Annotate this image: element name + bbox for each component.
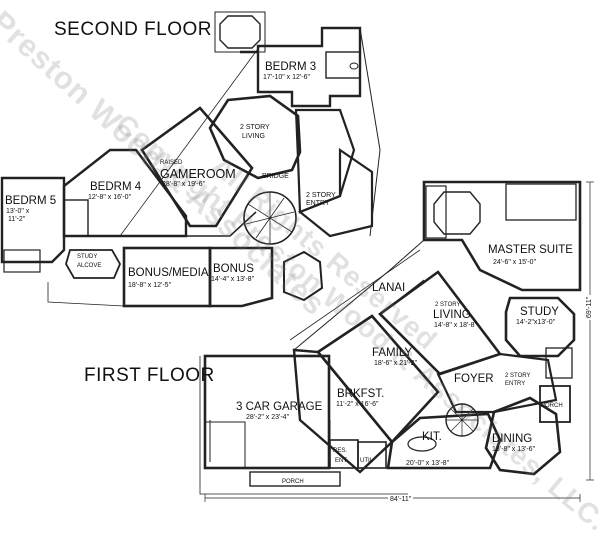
foyer-walls (436, 352, 558, 414)
first-entry-line2: ENTRY (505, 381, 526, 387)
study-alcove-walls (65, 249, 122, 279)
second-living-line1: 2 STORY (240, 124, 270, 131)
lanai-diag (379, 279, 425, 315)
bonus-walls (208, 246, 274, 308)
first-living-name: LIVING (433, 309, 471, 321)
dining-name: DINING (492, 433, 533, 445)
dining-walls (484, 396, 562, 476)
master-suite-name: MASTER SUITE (488, 244, 573, 256)
bonus-media-dim: 18'-8" x 12'-5" (128, 282, 172, 289)
gameroom-dim: 28'-8" x 19'-6" (162, 181, 206, 188)
bedrm5-closet (3, 249, 41, 273)
res-label: RES. (333, 448, 348, 454)
roof-edge-second (47, 282, 125, 307)
second-living-walls (208, 94, 302, 180)
family-dim: 18'-6" x 21'-2" (374, 360, 418, 367)
second-entry-walls (297, 147, 374, 238)
brkfst-walls (292, 348, 394, 474)
balcony-octagon (219, 15, 261, 49)
bonus-name: BONUS (213, 263, 254, 275)
first-floor-title: FIRST FLOOR (84, 365, 215, 386)
bedrm5-dim2: 11'-2" (8, 216, 26, 223)
util-block (357, 441, 387, 469)
toilet-icon (349, 62, 359, 70)
guide-line-1 (119, 45, 261, 237)
kitchen-walls (386, 412, 502, 470)
bonus-media-name: BONUS/MEDIA (128, 267, 209, 279)
hall-line-1 (186, 211, 257, 237)
bedrm3-bath (325, 51, 361, 79)
roof-line-2 (369, 149, 381, 237)
bedrm4-name: BEDRM 4 (90, 181, 142, 193)
garage-walls (203, 354, 331, 470)
foyer-label: FOYER (454, 373, 494, 385)
master-closet (425, 185, 447, 239)
bedrm5-bath (63, 199, 89, 237)
brkfst-dim: 11'-2" x 16'-6" (336, 401, 379, 408)
util-label: UTIL (360, 458, 374, 464)
bedrm3-name: BEDRM 3 (265, 61, 317, 73)
lanai-roof (293, 239, 425, 351)
side-bath (545, 347, 573, 379)
depth-dimension: 69'-11" (586, 294, 593, 320)
floor-plan-drawing (0, 11, 594, 502)
family-name: FAMILY (372, 347, 413, 359)
dining-dim: 13'-8" x 13'-6" (492, 446, 536, 453)
gameroom-walls (140, 106, 254, 228)
second-entry-line1: 2 STORY (306, 192, 336, 199)
bedrm5-dim1: 13'-0" x (6, 208, 30, 215)
kitchen-name: KIT. (422, 431, 442, 443)
study-alcove-line1: STUDY (77, 254, 98, 260)
gameroom-name: GAMEROOM (160, 167, 236, 181)
garage-storage (204, 421, 246, 469)
side-porch (539, 385, 571, 423)
bedrm5-name: BEDRM 5 (5, 195, 57, 207)
bedrm5-walls (0, 176, 66, 264)
garage-dim: 28'-2" x 23'-4" (246, 414, 290, 421)
second-living-line2: LIVING (242, 133, 265, 140)
kitchen-island (407, 436, 437, 452)
guide-line-2 (289, 249, 421, 341)
second-entry-line2: ENTRY (306, 200, 330, 207)
study-walls (504, 296, 576, 358)
stair-treads (245, 192, 295, 244)
side-porch-label: PORCH (541, 403, 563, 409)
master-suite-dim: 24'-6" x 15'-0" (493, 259, 537, 266)
roof-edge-first (199, 356, 408, 495)
garage-name: 3 CAR GARAGE (236, 401, 323, 413)
kitchen-dim: 20'-0" x 13'-8" (406, 460, 450, 467)
bonus-dim: 14'-4" x 13'-8" (211, 276, 255, 283)
master-suite-walls (422, 180, 582, 292)
bedrm3-dim: 17'-10" x 12'-6" (263, 74, 310, 81)
first-study-dim: 14'-2"x13'-0" (516, 319, 556, 326)
brkfst-name: BRKFST. (337, 388, 385, 400)
master-bath-box (505, 183, 577, 221)
front-porch (249, 471, 341, 487)
study-alcove-line2: ALCOVE (77, 263, 102, 269)
first-living-dim: 14'-8" x 18'-8" (434, 322, 478, 329)
bridge-label: BRIDGE (262, 173, 289, 180)
second-bay-octagon (283, 250, 324, 302)
bedrm3-walls (256, 26, 362, 108)
front-porch-label: PORCH (282, 479, 304, 485)
gameroom-prefix: RAISED (160, 160, 183, 166)
first-living-prefix: 2 STORY (435, 302, 461, 308)
bedrm4-dim: 12'-8" x 16'-0" (88, 194, 132, 201)
first-entry-line1: 2 STORY (505, 373, 531, 379)
roof-line-1 (359, 27, 381, 151)
second-floor-title: SECOND FLOOR (54, 19, 213, 40)
first-stair-treads (446, 404, 478, 436)
lanai-label: LANAI (372, 282, 406, 294)
ent-label: ENT (335, 458, 347, 464)
master-bath-octagon (433, 191, 481, 235)
first-study-name: STUDY (520, 306, 559, 318)
width-dimension: 84'-11" (388, 496, 414, 503)
